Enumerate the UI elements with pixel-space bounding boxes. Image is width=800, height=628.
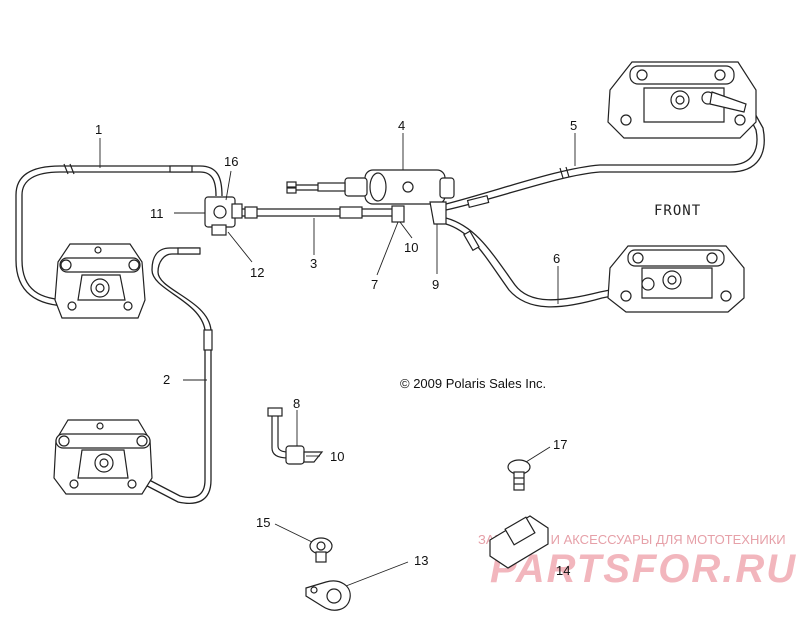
caliper-front-left (54, 243, 146, 319)
brake-line-1 (15, 163, 223, 307)
brake-switch-assembly (267, 407, 324, 465)
callout-3: 3 (310, 256, 317, 271)
callout-7: 7 (371, 277, 378, 292)
callout-1: 1 (95, 122, 102, 137)
front-direction-label: FRONT (654, 203, 701, 219)
leader-lines (99, 133, 576, 587)
screw-17 (507, 459, 531, 491)
clamp-13 (305, 580, 351, 611)
callout-labels: 1 2 3 4 5 6 7 8 9 10 10 11 12 13 14 15 1… (95, 118, 577, 578)
callout-9: 9 (432, 277, 439, 292)
watermark-brand: PARTSFOR.RU (490, 547, 797, 591)
callout-15: 15 (256, 515, 270, 530)
brake-line-3 (240, 206, 395, 219)
brake-line-5 (445, 111, 765, 211)
watermark: ЗАПЧАСТИ И АКСЕССУАРЫ ДЛЯ МОТОТЕХНИКИ PA… (478, 532, 797, 591)
callout-11: 11 (150, 206, 164, 221)
callout-6: 6 (553, 251, 560, 266)
callout-8: 8 (293, 396, 300, 411)
caliper-front-right-lower (607, 245, 745, 313)
callout-12: 12 (250, 265, 264, 280)
brake-line-6 (445, 217, 633, 308)
callout-14: 14 (556, 563, 570, 578)
callout-5: 5 (570, 118, 577, 133)
junction-block (204, 196, 243, 236)
bolt-15 (309, 537, 333, 563)
master-cylinder (286, 169, 455, 225)
callout-2: 2 (163, 372, 170, 387)
copyright-text: © 2009 Polaris Sales Inc. (400, 376, 546, 391)
callout-16: 16 (224, 154, 238, 169)
bracket-14 (489, 515, 549, 569)
callout-10-lower: 10 (330, 449, 344, 464)
caliper-front-right-upper (607, 61, 757, 139)
callout-10-upper: 10 (404, 240, 418, 255)
caliper-rear (53, 419, 153, 495)
callout-13: 13 (414, 553, 428, 568)
callout-17: 17 (553, 437, 567, 452)
callout-4: 4 (398, 118, 405, 133)
watermark-tagline: ЗАПЧАСТИ И АКСЕССУАРЫ ДЛЯ МОТОТЕХНИКИ (478, 532, 786, 547)
brake-line-2 (127, 247, 213, 504)
